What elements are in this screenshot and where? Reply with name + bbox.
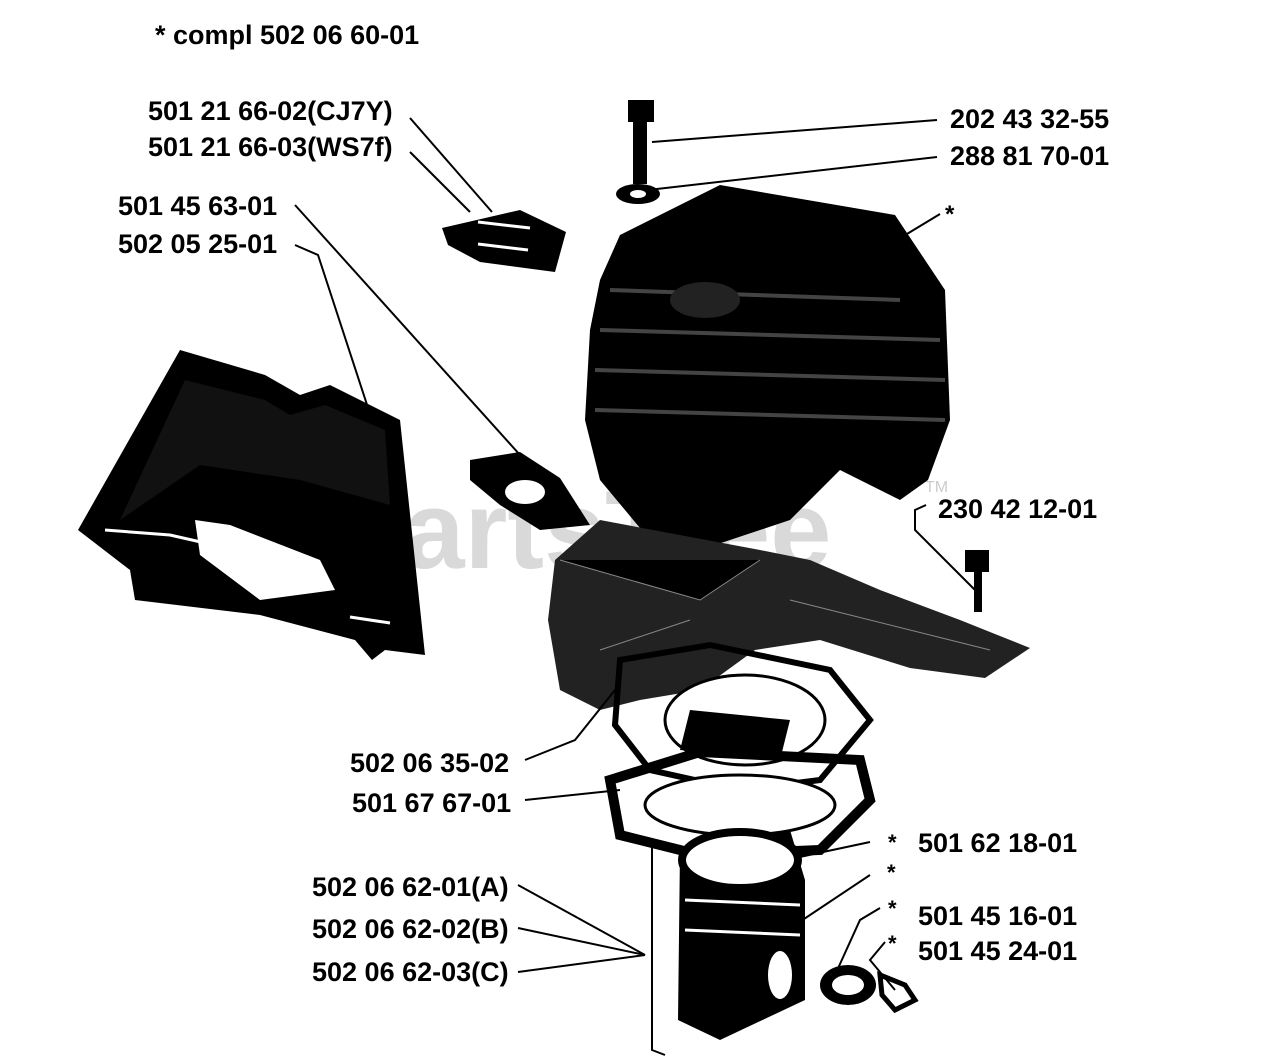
small-gasket-drawing: [470, 452, 590, 530]
label-circlip: 501 45 24-01: [918, 936, 1077, 966]
circlip-drawing: [877, 971, 919, 1014]
piston-drawing: [678, 828, 805, 1040]
label-spark-plug-b: 501 21 66-03(WS7f): [148, 132, 393, 162]
watermark-tm: TM: [925, 479, 948, 496]
label-piston-a: 502 06 62-01(A): [312, 872, 509, 902]
cylinder-drawing: [585, 185, 950, 545]
label-side-screw: 230 42 12-01: [938, 494, 1097, 524]
label-base-gasket: 501 67 67-01: [352, 788, 511, 818]
leader-piston-c: [517, 954, 646, 973]
piston-bracket: [651, 844, 666, 1056]
label-cylinder-gasket: 502 06 35-02: [350, 748, 509, 778]
cylinder-base-drawing: [548, 520, 1030, 710]
heat-shield-drawing: [78, 350, 425, 660]
label-spark-plug-a: 501 21 66-02(CJ7Y): [148, 96, 393, 126]
leader-circlip: [868, 941, 896, 991]
label-piston-ring-star: *: [888, 830, 897, 855]
leader-cylinder: [896, 213, 941, 241]
leader-lines: [294, 117, 981, 1056]
label-piston-c: 502 06 62-03(C): [312, 957, 509, 987]
leader-piston-star: [794, 874, 871, 926]
leader-piston-ring: [794, 841, 871, 859]
label-heat-shield: 502 05 25-01: [118, 229, 277, 259]
leader-washer: [647, 156, 938, 191]
label-piston-star: *: [887, 860, 896, 885]
leader-piston-pin: [834, 907, 881, 976]
label-cylinder-star: *: [945, 201, 955, 228]
leader-screw: [651, 119, 938, 143]
leader-heat-shield: [294, 244, 373, 421]
label-piston-b: 502 06 62-02(B): [312, 914, 509, 944]
leader-spark-plug-b: [409, 151, 471, 213]
label-washer: 288 81 70-01: [950, 141, 1109, 171]
leader-gasket-1: [294, 204, 521, 456]
label-piston-pin-star: *: [888, 896, 897, 921]
cylinder-gasket-drawing: [611, 641, 874, 794]
base-gasket-drawing: [604, 746, 876, 861]
label-circlip-star: *: [888, 931, 897, 956]
leader-base-gasket: [524, 789, 621, 801]
piston-pin-drawing: [820, 965, 876, 1005]
spark-plug-drawing: [442, 210, 566, 272]
label-screw: 202 43 32-55: [950, 104, 1109, 134]
leader-cylinder-gasket: [524, 689, 616, 761]
side-screw-drawing: [965, 550, 989, 612]
assembly-note: * compl 502 06 60-01: [155, 20, 419, 50]
leader-piston-b: [517, 927, 646, 956]
label-piston-pin: 501 45 16-01: [918, 901, 1077, 931]
label-gasket-1: 501 45 63-01: [118, 191, 277, 221]
leader-side-screw: [914, 504, 981, 596]
leader-piston-a: [517, 884, 646, 956]
leader-spark-plug-a: [409, 117, 493, 213]
label-piston-ring: 501 62 18-01: [918, 828, 1077, 858]
